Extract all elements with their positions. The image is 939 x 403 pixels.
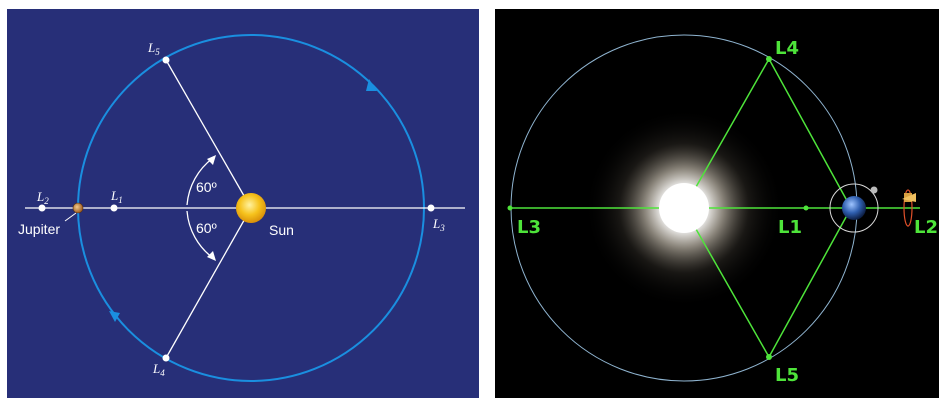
- l4-label: L4: [775, 38, 799, 59]
- l4-point: [162, 354, 170, 362]
- angle-arc-lower: [186, 210, 214, 259]
- left-diagram-svg: L2 L1 L3 L5 L4 Jupiter Sun 60º 60º: [18, 34, 465, 382]
- line-to-l4: [165, 207, 252, 359]
- l1-point: [110, 204, 118, 212]
- l1-label: L1: [110, 188, 123, 205]
- l3-point: [507, 205, 513, 211]
- angle-label-lower: 60º: [196, 220, 217, 236]
- l4-point: [766, 56, 772, 62]
- l2-label: L2: [914, 217, 938, 238]
- l5-point: [162, 56, 170, 64]
- l1-label: L1: [778, 217, 802, 238]
- sun-icon: [659, 183, 709, 233]
- angle-arrow-upper: [207, 155, 216, 165]
- l1-point: [803, 205, 809, 211]
- orbit-arrow-upper: [366, 79, 377, 91]
- angle-arrow-lower: [207, 251, 216, 261]
- angle-arc-upper: [186, 157, 214, 206]
- line-to-l5: [165, 59, 252, 209]
- sun-label: Sun: [269, 222, 294, 238]
- sun-jupiter-lagrange-diagram: L2 L1 L3 L5 L4 Jupiter Sun 60º 60º: [7, 9, 479, 398]
- moon-orbit: [829, 183, 879, 233]
- sun-icon: [236, 193, 266, 223]
- jupiter-label: Jupiter: [18, 221, 60, 237]
- jupiter-pointer: [64, 212, 77, 222]
- l5-label: L5: [775, 365, 799, 386]
- l2-label: L2: [36, 189, 49, 206]
- right-diagram-svg: L3 L1 L2 L4 L5: [507, 34, 938, 386]
- l2-point: [38, 204, 46, 212]
- earth-icon: [842, 196, 866, 220]
- l5-label: L5: [147, 40, 160, 57]
- spacecraft-icon: [902, 193, 916, 202]
- l5-point: [766, 354, 772, 360]
- moon-icon: [870, 186, 878, 194]
- l3-label: L3: [517, 217, 541, 238]
- l4-label: L4: [152, 361, 165, 378]
- jupiter-icon: [72, 202, 84, 214]
- l3-point: [427, 204, 435, 212]
- orbit-arrow-lower: [109, 311, 120, 322]
- sun-earth-lagrange-diagram: L3 L1 L2 L4 L5: [495, 9, 939, 398]
- l2-halo-orbit: [903, 189, 913, 227]
- angle-label-upper: 60º: [196, 179, 217, 195]
- l3-label: L3: [432, 216, 445, 233]
